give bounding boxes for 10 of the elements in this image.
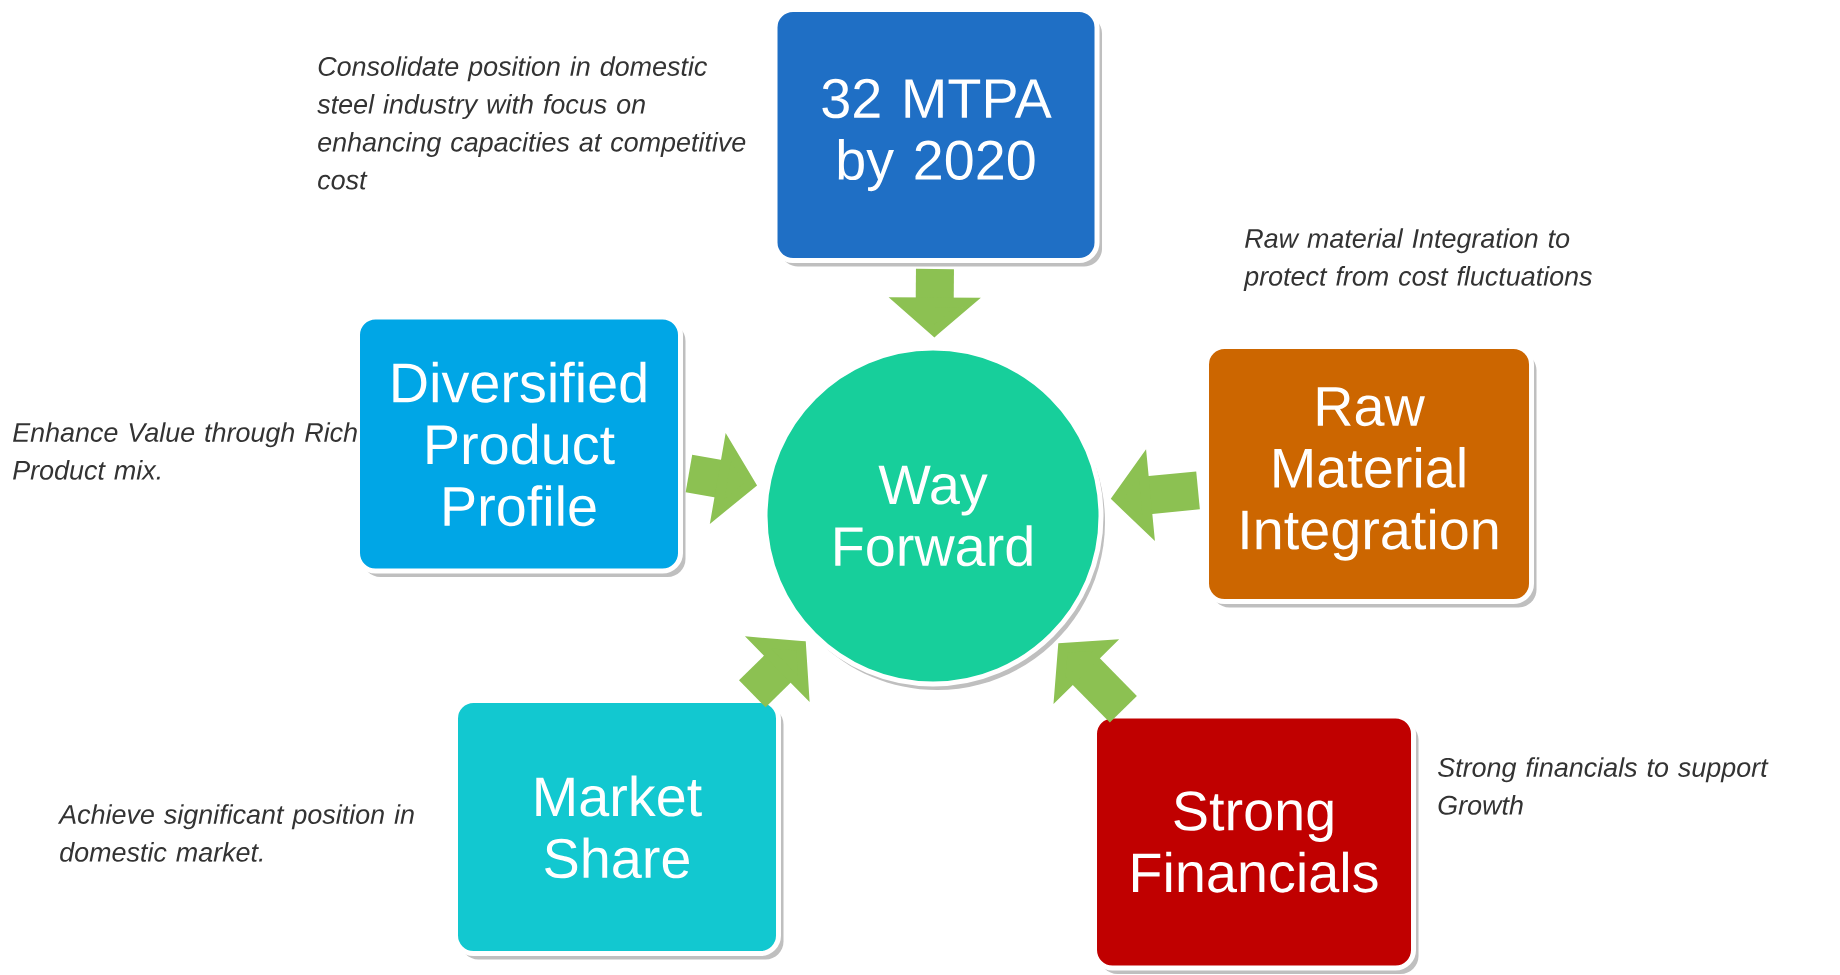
process-box: 32 MTPA by 2020 xyxy=(772,7,1102,267)
process-box: Strong Financials xyxy=(1092,713,1419,974)
circle-node: Way Forward xyxy=(762,345,1105,690)
process-box: Market Share xyxy=(453,698,784,960)
note-text: Achieve significant position in domestic market. xyxy=(57,804,414,862)
note-text: Enhance Value through Rich Product mix. xyxy=(13,422,357,480)
note-text: Raw material Integration to protect from cost fluctuations xyxy=(1243,228,1592,292)
process-box: Raw Material Integration xyxy=(1204,344,1537,608)
note-text: Strong financials to support Growth xyxy=(1438,757,1769,815)
note-text: Consolidate position in domestic steel industry with focus on enhancing capacities at competitive cost xyxy=(317,56,746,190)
